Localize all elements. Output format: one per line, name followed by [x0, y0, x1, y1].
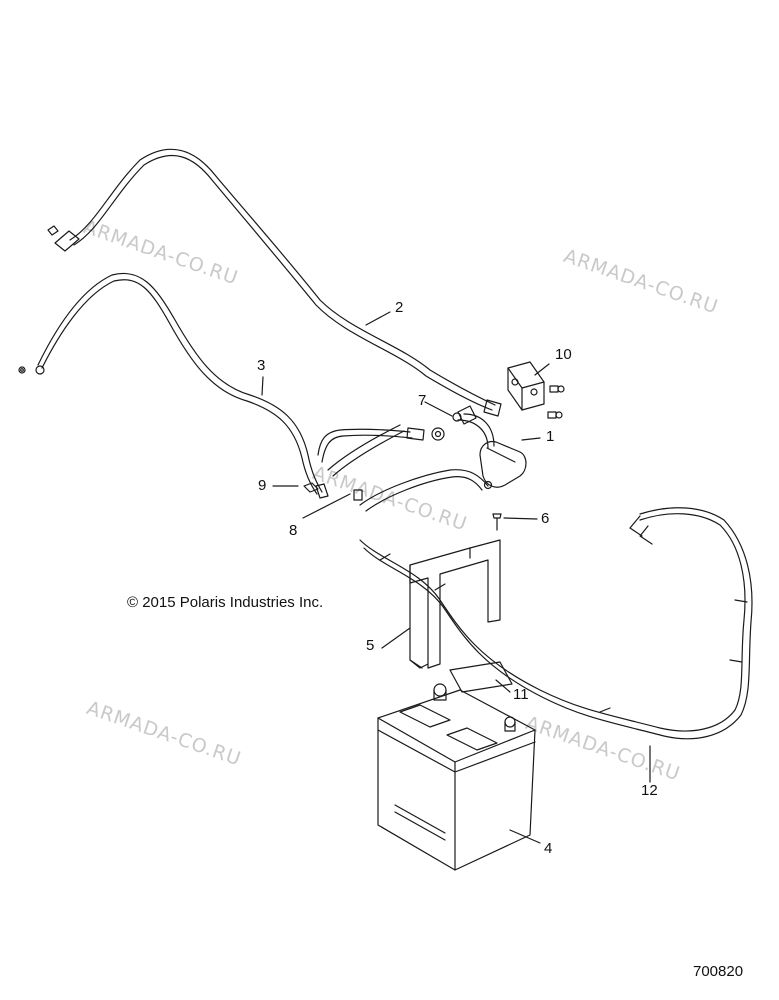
cable-branches — [317, 424, 493, 512]
callout-12: 12 — [641, 782, 658, 799]
callout-1: 1 — [546, 428, 555, 445]
hardware-parts — [303, 412, 502, 531]
drawing-number: 700820 — [693, 963, 744, 980]
copyright-text: © 2015 Polaris Industries Inc. — [127, 594, 324, 611]
callout-10: 10 — [555, 346, 572, 363]
part-10-bracket — [507, 361, 565, 419]
callout-2: 2 — [395, 299, 404, 316]
cable-3 — [18, 273, 329, 499]
callout-8: 8 — [289, 522, 298, 539]
part-1-cover — [457, 405, 527, 488]
leader-lines — [261, 311, 651, 844]
callout-6: 6 — [541, 510, 550, 527]
harness-12 — [359, 507, 753, 740]
part-5-bracket — [409, 539, 501, 669]
callout-7: 7 — [418, 392, 427, 409]
callout-4: 4 — [544, 840, 553, 857]
battery-4 — [377, 683, 536, 871]
callout-3: 3 — [257, 357, 266, 374]
cable-2 — [47, 148, 502, 417]
callout-9: 9 — [258, 477, 267, 494]
callout-11: 11 — [513, 686, 529, 703]
label-11 — [449, 661, 513, 693]
callout-5: 5 — [366, 637, 375, 654]
